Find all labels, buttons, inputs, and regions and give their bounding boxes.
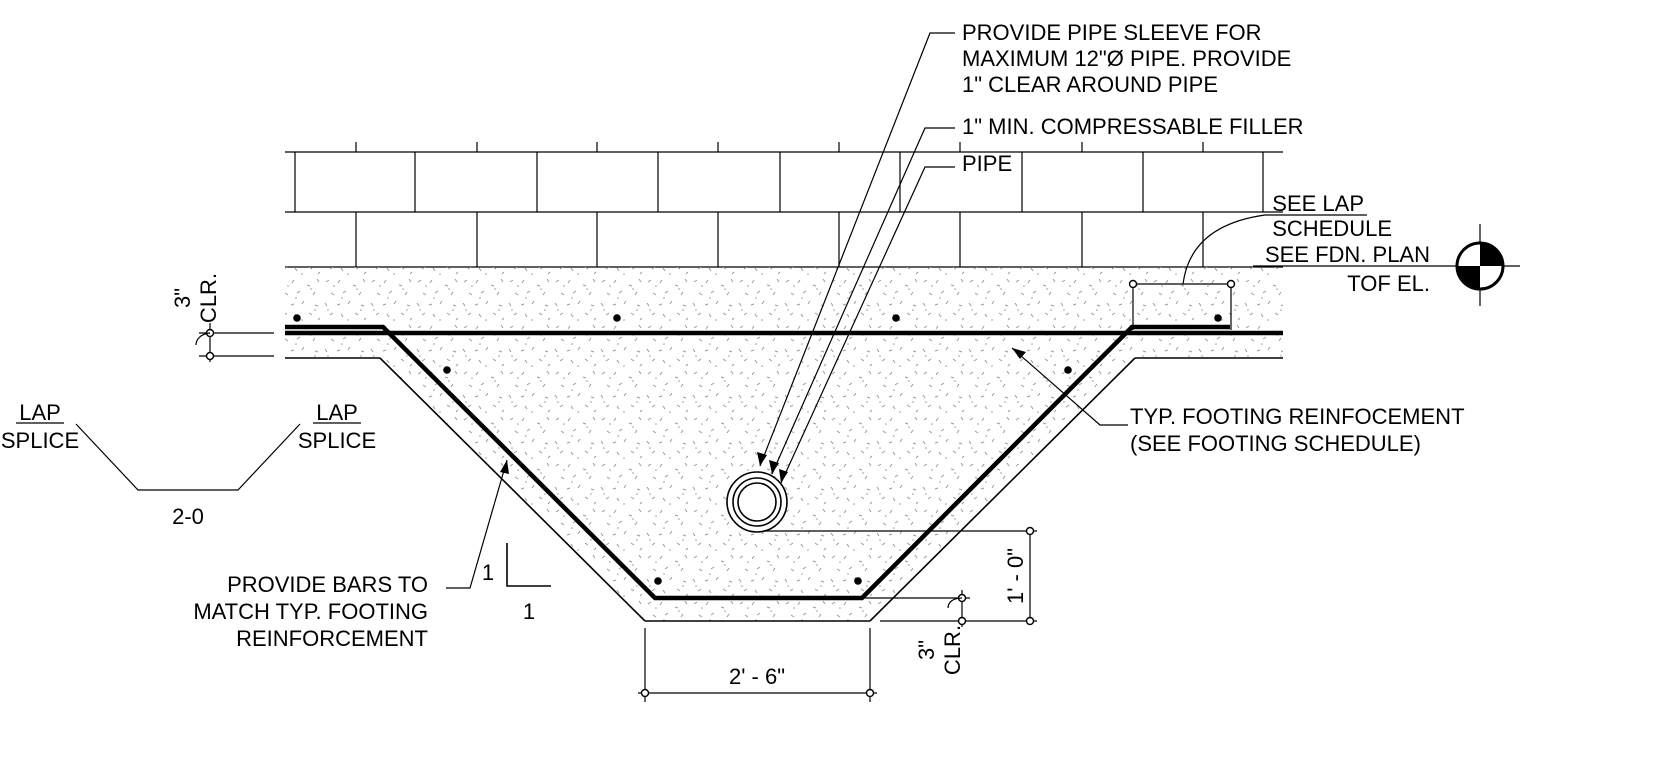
lap-splice-labels: LAP SPLICE LAP SPLICE 2-0 (1, 400, 376, 529)
svg-text:SPLICE: SPLICE (298, 428, 376, 453)
slope-indicator (506, 543, 551, 587)
svg-text:PROVIDE BARS TO: PROVIDE BARS TO (227, 572, 428, 597)
typ-reinforcement-note: TYP. FOOTING REINFOCEMENT (SEE FOOTING S… (1130, 404, 1465, 456)
svg-text:REINFORCEMENT: REINFORCEMENT (236, 626, 428, 651)
svg-text:LAP: LAP (19, 400, 61, 425)
svg-text:LAP: LAP (316, 400, 358, 425)
pipe-sleeve (726, 471, 788, 533)
block-wall (285, 142, 1283, 268)
top-clear-value: 3" (170, 288, 195, 308)
bottom-width-value: 2' - 6" (729, 664, 785, 689)
concrete-footing (285, 267, 1283, 622)
bottom-clear-value: 3" (914, 640, 939, 660)
fdn-plan-note: SEE FDN. PLAN (1265, 242, 1430, 267)
bottom-clear-dimension (863, 590, 970, 627)
lap-schedule-note: SEE LAP SCHEDULE (1272, 191, 1392, 241)
lap-length-label: 2-0 (172, 504, 204, 529)
lap-splice-diagram (16, 422, 361, 491)
svg-text:MATCH TYP. FOOTING: MATCH TYP. FOOTING (193, 599, 428, 624)
pipe-height-value: 1' - 0" (1003, 548, 1028, 604)
svg-text:SPLICE: SPLICE (1, 428, 79, 453)
slope-rise-label: 1 (482, 560, 494, 585)
reinforcing-bars (285, 314, 1283, 601)
svg-text:PROVIDE PIPE SLEEVE FOR: PROVIDE PIPE SLEEVE FOR (962, 20, 1262, 45)
top-clear-dimension (195, 323, 274, 362)
svg-text:1" CLEAR AROUND PIPE: 1" CLEAR AROUND PIPE (962, 72, 1218, 97)
top-clear-label: CLR. (196, 273, 221, 323)
bottom-width-dimension (638, 628, 877, 702)
filler-note: 1" MIN. COMPRESSABLE FILLER (962, 114, 1304, 139)
tof-elevation-label: TOF EL. (1347, 271, 1430, 296)
slope-run-label: 1 (523, 599, 535, 624)
elevation-target-icon (1253, 224, 1520, 306)
svg-text:(SEE FOOTING SCHEDULE): (SEE FOOTING SCHEDULE) (1130, 431, 1421, 456)
pipe-note: PIPE (962, 151, 1012, 176)
provide-bars-note: PROVIDE BARS TO MATCH TYP. FOOTING REINF… (193, 572, 428, 651)
svg-text:SCHEDULE: SCHEDULE (1272, 216, 1392, 241)
lap-bracket (1128, 279, 1236, 330)
leader-lines (446, 32, 1367, 589)
svg-text:SEE LAP: SEE LAP (1272, 191, 1364, 216)
svg-text:MAXIMUM 12"Ø PIPE. PROVIDE: MAXIMUM 12"Ø PIPE. PROVIDE (962, 46, 1291, 71)
bottom-clear-label: CLR. (940, 625, 965, 675)
pipe-sleeve-note: PROVIDE PIPE SLEEVE FOR MAXIMUM 12"Ø PIP… (962, 20, 1291, 97)
svg-text:TYP. FOOTING REINFOCEMENT: TYP. FOOTING REINFOCEMENT (1130, 404, 1465, 429)
